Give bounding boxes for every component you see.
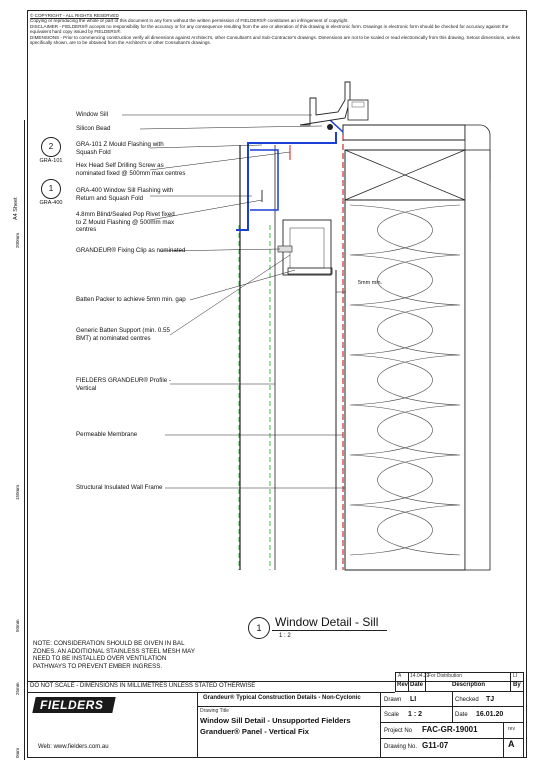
copyright-title: © COPYRIGHT - ALL RIGHTS RESERVED [30, 13, 119, 18]
callout-batten-support: Generic Batten Support (min. 0.55 BMT) a… [76, 327, 170, 342]
rev-header-rev: Rev [397, 682, 409, 688]
callout-silicon-bead: Silicon Bead [76, 125, 111, 132]
checked-label: Checked [455, 697, 479, 703]
callout-grandeur-profile: FIELDERS GRANDEUR® Profile - Vertical [76, 377, 171, 392]
dimensions-text: DIMENSIONS - Prior to commencing constru… [30, 34, 521, 46]
callout-pop-rivet: 4.8mm Blind/Sealed Pop Rivet fixed to Z … [76, 211, 175, 233]
callout-window-sill: Window Sill [76, 111, 108, 118]
fixing-clip [277, 245, 293, 253]
callout-batten-packer: Batten Packer to achieve 5mm min. gap [76, 296, 186, 303]
date-label: Date [455, 712, 468, 718]
website: Web: www.fielders.com.au [38, 744, 109, 750]
detail-title-underline [272, 630, 387, 631]
ref-code-gra-101: GRA-101 [39, 158, 63, 164]
wall-frame-top-plate [342, 124, 466, 141]
callout-fixing-clip: GRANDEUR® Fixing Clip as nominated [76, 247, 186, 254]
callout-z-mould: GRA-101 Z Mould Flashing with Squash Fol… [76, 141, 164, 156]
ref-bubble-2: 2 [41, 137, 61, 157]
drawing-title-line-1: Window Sill Detail - Unsupported Fielder… [200, 716, 351, 725]
rev-row-by: LI [513, 673, 518, 679]
detail-scale: 1 : 2 [279, 633, 291, 639]
drawing-no-label: Drawing No. [384, 744, 418, 750]
detail-title: Window Detail - Sill [275, 615, 379, 629]
leader-lines [122, 114, 345, 489]
date-value: 16.01.20 [476, 711, 504, 718]
project-label: Project No [384, 728, 413, 734]
window-sill-frame [299, 81, 351, 126]
callout-wall-frame: Structural Insulated Wall Frame [76, 484, 163, 491]
disclaimer-text: DISCLAIMER - FIELDERS® accepts no respon… [30, 23, 509, 35]
insulation-batt [349, 204, 433, 556]
ref-code-gra-400: GRA-400 [39, 200, 63, 206]
detail-number-bubble: 1 [248, 617, 270, 639]
rev-row-description: For Distribution [428, 673, 462, 679]
series-title: Grandeur® Typical Construction Details -… [203, 695, 361, 701]
title-block [27, 681, 524, 758]
do-not-scale-note: DO NOT SCALE - DIMENSIONS IN MILLIMETRES… [30, 683, 256, 689]
drawn-label: Drawn [384, 697, 402, 703]
rev-row-rev: A [398, 673, 402, 679]
drawing-no-value: G11-07 [422, 741, 449, 750]
rev-label: rev [508, 726, 515, 732]
callout-sill-flashing: GRA-400 Window Sill Flashing with Return… [76, 187, 174, 202]
header-notes: © COPYRIGHT - ALL RIGHTS RESERVED Copyin… [30, 13, 524, 45]
rev-row-date: 14.04.22 [410, 673, 430, 679]
rev-header-by: By [513, 682, 521, 688]
copyright-text: Copying or reproducing the whole or part… [30, 18, 349, 24]
scale-label: Scale [384, 712, 400, 718]
drawing-title-line-2: Granduer® Panel - Vertical Fix [200, 727, 309, 736]
wall-frame-body [344, 199, 466, 571]
silicon-bead [327, 124, 333, 130]
fielders-logo-text: FIELDERS [40, 698, 104, 712]
sill-flashing [250, 119, 344, 211]
rev-header-date: Date [410, 682, 424, 688]
ref-bubble-1: 1 [41, 179, 61, 199]
scale-bar [24, 120, 26, 760]
rev-value: A [508, 739, 515, 749]
project-value: FAC-GR-19001 [422, 725, 478, 734]
bal-note: NOTE: CONSIDERATION SHOULD BE GIVEN IN B… [33, 640, 195, 670]
drawing-title-label: Drawing Title [200, 708, 229, 714]
z-mould-flashing [236, 132, 337, 231]
callout-permeable-membrane: Permeable Membrane [76, 431, 138, 438]
drawn-value: LI [410, 696, 417, 703]
checked-value: TJ [486, 696, 495, 703]
rev-header-description: Description [452, 682, 486, 688]
scale-value: 1 : 2 [408, 711, 423, 718]
callout-hex-screw: Hex Head Self Drilling Screw as nominate… [76, 162, 186, 177]
gap-dimension-label: 5mm min. [358, 280, 383, 286]
